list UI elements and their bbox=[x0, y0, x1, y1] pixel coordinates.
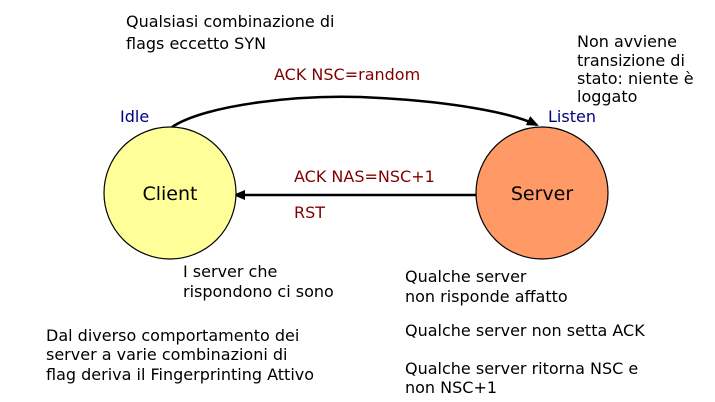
server-note-wrong-nsc: Qualche server ritorna NSC e non NSC+1 bbox=[405, 359, 643, 397]
bottom-note-line: flag deriva il Fingerprinting Attivo bbox=[46, 365, 314, 384]
client-note-line: rispondono ci sono bbox=[183, 282, 334, 301]
bottom-note-line: Dal diverso comportamento dei bbox=[46, 326, 299, 345]
right-note-line: Non avviene bbox=[577, 32, 677, 51]
client-label: Client bbox=[142, 183, 197, 205]
arrow-mid-sublabel: RST bbox=[294, 203, 325, 222]
client-note-line: I server che bbox=[183, 262, 277, 281]
bottom-note: Dal diverso comportamento dei server a v… bbox=[46, 326, 314, 384]
right-note-line: stato: niente è bbox=[577, 69, 694, 88]
server-note-line: Qualche server ritorna NSC e bbox=[405, 359, 638, 378]
bottom-note-line: server a varie combinazioni di bbox=[46, 345, 287, 364]
client-note: I server che rispondono ci sono bbox=[183, 262, 334, 301]
server-node bbox=[475, 126, 609, 260]
server-label: Server bbox=[511, 183, 573, 205]
top-note-line: Qualsiasi combinazione di bbox=[126, 12, 334, 31]
arrow-client-to-server bbox=[171, 95, 539, 129]
server-note-line: non risponde affatto bbox=[405, 287, 568, 306]
server-note-line: non NSC+1 bbox=[405, 378, 497, 397]
right-note-line: loggato bbox=[577, 87, 637, 106]
right-note-line: transizione di bbox=[577, 51, 685, 70]
top-note: Qualsiasi combinazione di flags eccetto … bbox=[126, 12, 340, 53]
arrow-mid-label: ACK NAS=NSC+1 bbox=[294, 167, 435, 186]
right-note: Non avviene transizione di stato: niente… bbox=[577, 32, 699, 106]
server-note-line: Qualche server non setta ACK bbox=[405, 321, 645, 340]
client-node bbox=[103, 126, 237, 260]
top-note-line: flags eccetto SYN bbox=[126, 34, 266, 53]
server-state-label: Listen bbox=[548, 107, 596, 126]
server-note-no-ack: Qualche server non setta ACK bbox=[405, 321, 645, 340]
server-note-line: Qualche server bbox=[405, 267, 527, 286]
client-state-label: Idle bbox=[120, 107, 149, 126]
server-note-no-response: Qualche server non risponde affatto bbox=[405, 267, 568, 306]
arrow-top-label: ACK NSC=random bbox=[274, 65, 420, 84]
